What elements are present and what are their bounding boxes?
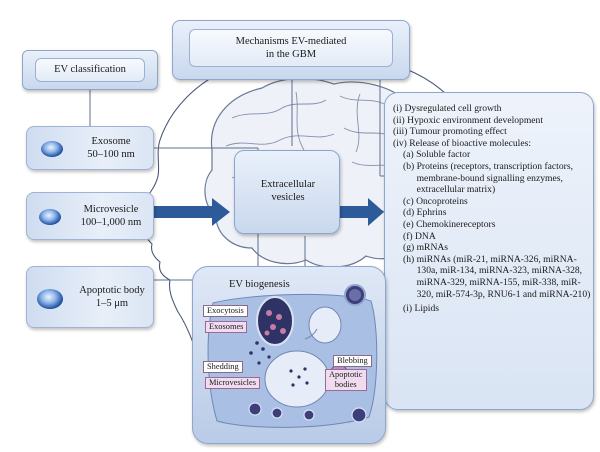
- shedding-label: Shedding: [203, 361, 243, 373]
- exocytosis-label: Exocytosis: [203, 305, 248, 317]
- exosome-name: Exosome: [91, 136, 131, 147]
- right-arrow: [340, 198, 384, 226]
- apoptotic-bodies-label: Apoptotic bodies: [325, 369, 367, 391]
- exosome-vesicle-icon: [41, 141, 63, 157]
- extracellular-vesicles-panel: Extracellular vesicles: [234, 150, 340, 234]
- ev-biogenesis-panel: EV biogenesis Exoc: [192, 266, 386, 444]
- intraluminal-vesicles: [264, 310, 286, 336]
- molecule-item: (c) Oncoproteins: [403, 195, 468, 207]
- bottom-vesicle: [248, 402, 262, 416]
- ev-classification-label: EV classification: [35, 58, 145, 82]
- blebbing-label: Blebbing: [333, 355, 372, 367]
- budding-microvesicle: [308, 306, 342, 344]
- bottom-vesicle: [303, 409, 315, 421]
- apoptotic-body-name: Apoptotic body: [79, 285, 145, 296]
- biogenesis-illustration: [207, 284, 378, 428]
- apoptotic-body-size: 1–5 μm: [95, 298, 129, 309]
- apoptotic-body-vesicle-icon: [37, 289, 63, 309]
- bottom-vesicle: [271, 407, 283, 419]
- molecule-item: (g) mRNAs: [403, 242, 449, 254]
- released-particles: [249, 341, 271, 365]
- molecule-item: (b) Proteins (receptors, transcription f…: [403, 160, 573, 196]
- microvesicles-label: Microvesicles: [205, 377, 260, 389]
- molecule-item: (d) Ephrins: [403, 207, 447, 219]
- apoptotic-body-box: Apoptotic body 1–5 μm: [26, 266, 154, 328]
- microvesicle-box: Microvesicle 100–1,000 nm: [26, 192, 154, 240]
- mechanism-item: (ii) Hypoxic environment development: [393, 114, 544, 126]
- exosomes-label: Exosomes: [205, 321, 248, 333]
- mechanism-item: (iv) Release of bioactive molecules:: [393, 137, 532, 149]
- flow-arrows: [148, 198, 384, 226]
- mechanisms-title-panel: Mechanisms EV-mediated in the GBM: [172, 20, 410, 80]
- microvesicle-size: 100–1,000 nm: [80, 217, 142, 228]
- extracellular-vesicles-line1: Extracellular: [260, 179, 316, 190]
- molecule-item: (e) Chemokinereceptors: [403, 218, 496, 230]
- exosome-size: 50–100 nm: [87, 149, 135, 160]
- molecules-sublist: (a) Soluble factor (b) Proteins (recepto…: [393, 149, 591, 314]
- mechanisms-list: (i) Dysregulated cell growth (ii) Hypoxi…: [393, 103, 591, 315]
- mechanisms-title: Mechanisms EV-mediated in the GBM: [189, 29, 393, 67]
- microvesicle-name: Microvesicle: [83, 204, 139, 215]
- nucleus: [264, 350, 330, 408]
- bottom-vesicle: [351, 407, 367, 423]
- ev-biogenesis-title: EV biogenesis: [229, 279, 290, 290]
- exosome-box: Exosome 50–100 nm: [26, 126, 154, 170]
- extracellular-vesicles-line2: vesicles: [271, 192, 305, 203]
- molecule-item: (i) Lipids: [403, 303, 439, 315]
- molecule-item: (f) DNA: [403, 230, 436, 242]
- nucleus-dots: [289, 367, 309, 387]
- ev-classification-panel: EV classification: [22, 50, 158, 90]
- microvesicle-vesicle-icon: [39, 209, 61, 225]
- mechanisms-title-line2: in the GBM: [265, 49, 317, 60]
- mechanisms-title-line1: Mechanisms EV-mediated: [235, 36, 347, 47]
- left-arrow: [148, 198, 230, 226]
- mechanism-item: (i) Dysregulated cell growth: [393, 103, 502, 114]
- mechanism-item: (iii) Tumour promoting effect: [393, 126, 507, 138]
- mechanisms-list-panel: (i) Dysregulated cell growth (ii) Hypoxi…: [384, 92, 594, 410]
- multivesicular-body: [256, 296, 294, 346]
- molecule-item: (a) Soluble factor: [403, 149, 471, 161]
- molecule-item: (h) miRNAs (miR-21, miRNA-326, miRNA-130…: [403, 253, 591, 300]
